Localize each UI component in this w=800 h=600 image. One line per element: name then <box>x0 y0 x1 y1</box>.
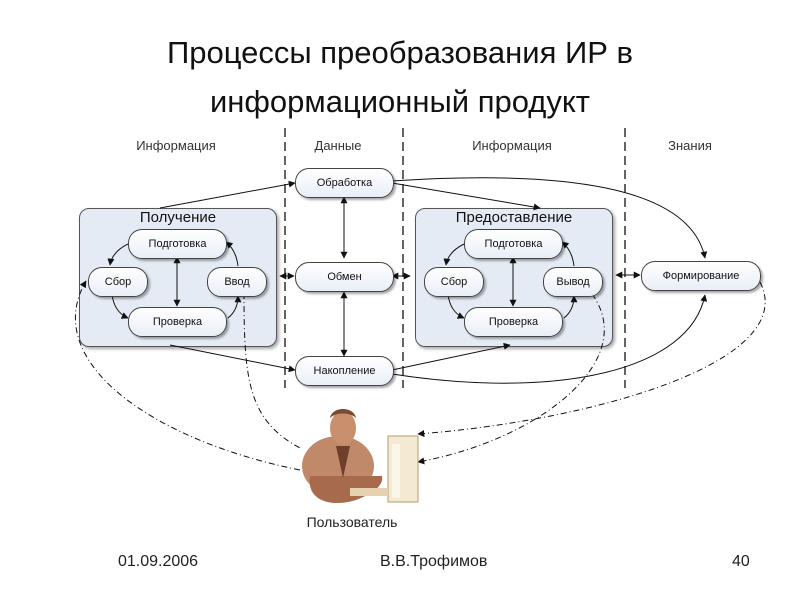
node-left-prep: Подготовка <box>128 229 227 259</box>
arrow-processing-to-provision <box>391 182 541 211</box>
node-right-output: Вывод <box>543 267 603 297</box>
arrow-right-prep-to-collect <box>443 243 465 266</box>
user-icon <box>302 409 419 503</box>
arrow-processing-to-forming <box>391 177 708 259</box>
arrow-right-collect-to-check <box>447 293 465 319</box>
user-label: Пользователь <box>306 514 398 530</box>
arrow-left-check-to-input <box>227 295 242 319</box>
arrow-accumulation-to-forming <box>391 294 708 384</box>
arrow-accumulation-to-provision <box>391 342 511 371</box>
column-label-knowledge: Знания <box>668 138 712 153</box>
node-left-input: Ввод <box>207 267 267 297</box>
arrow-right-check-to-output <box>563 295 578 319</box>
node-right-check: Проверка <box>464 307 563 337</box>
dashed-input-to-user <box>243 292 301 449</box>
arrow-left-prep-to-collect <box>107 243 129 266</box>
node-exchange: Обмен <box>295 262 394 292</box>
footer-date: 01.09.2006 <box>118 553 199 570</box>
slide-title-line-1: Процессы преобразования ИР в <box>166 35 634 70</box>
arrow-left-input-to-prep <box>225 241 239 267</box>
group-provision-title: Предоставление <box>455 209 573 226</box>
node-left-check: Проверка <box>128 307 227 337</box>
column-label-data: Данные <box>314 138 362 153</box>
node-left-collect: Сбор <box>88 267 148 297</box>
column-label-information-2: Информация <box>472 138 552 153</box>
footer-author: В.В.Трофимов <box>380 553 488 570</box>
node-right-prep: Подготовка <box>464 229 563 259</box>
arrow-receiving-to-processing <box>159 180 296 209</box>
group-receiving-title: Получение <box>139 209 217 226</box>
dashed-forming-to-user-1 <box>417 281 766 438</box>
node-processing: Обработка <box>295 168 394 198</box>
dashed-user-to-collect <box>74 280 301 471</box>
node-forming: Формирование <box>641 261 761 291</box>
slide-title-line-2: информационный продукт <box>209 84 591 119</box>
arrow-receiving-to-accumulation <box>169 344 296 373</box>
node-accumulation: Накопление <box>295 356 394 386</box>
footer-page-number: 40 <box>732 553 750 570</box>
arrow-left-collect-to-check <box>111 293 129 319</box>
arrow-right-output-to-prep <box>561 241 575 267</box>
dashed-output-to-user-2 <box>417 293 605 465</box>
column-label-information-1: Информация <box>136 138 216 153</box>
node-right-collect: Сбор <box>424 267 484 297</box>
